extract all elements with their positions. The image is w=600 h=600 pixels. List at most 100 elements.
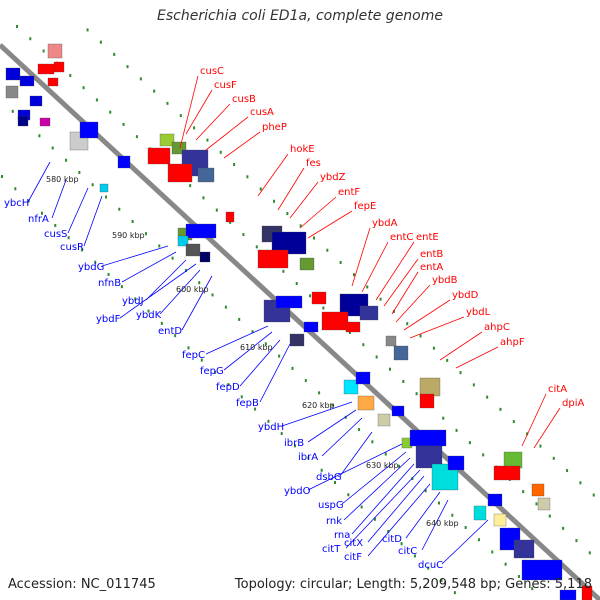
ring-dot [214, 370, 217, 374]
ring-dot [54, 223, 57, 227]
ring-dot [264, 342, 267, 346]
forward-leader [277, 167, 305, 211]
reverse-gene-label: rna [334, 530, 350, 541]
ring-dot [246, 175, 249, 179]
gene-feature [5, 85, 19, 99]
gene-feature [117, 155, 131, 169]
forward-leader [185, 89, 213, 135]
gene-feature [185, 223, 217, 239]
forward-gene-label: ybdD [452, 290, 479, 301]
ring-dot [42, 49, 45, 53]
forward-leader [375, 241, 415, 301]
ring-dot [166, 101, 169, 105]
forward-gene-label: dpiA [562, 398, 584, 409]
gene-feature [47, 43, 63, 59]
ring-dot [229, 220, 232, 224]
reverse-leader [259, 343, 291, 403]
reverse-leader [223, 331, 273, 371]
forward-gene-label: ahpF [500, 337, 525, 348]
ring-dot [227, 383, 230, 387]
reverse-leader [321, 417, 363, 457]
gene-feature [17, 115, 29, 127]
forward-gene-label: cusB [232, 94, 256, 105]
ring-dot [360, 505, 363, 509]
gene-feature [503, 451, 523, 469]
reverse-leader [343, 457, 411, 521]
kbp-tick-label: 640 kbp [426, 519, 459, 528]
reverse-gene-label: dsbG [316, 472, 342, 483]
genome-backbone [0, 43, 600, 600]
forward-gene-label: ybdB [432, 275, 458, 286]
ring-dot [442, 416, 445, 420]
gene-feature [39, 117, 51, 127]
gene-feature [419, 377, 441, 397]
kbp-tick-label: 620 kbp [302, 401, 335, 410]
ring-dot [40, 211, 43, 215]
gene-feature [385, 335, 397, 347]
ring-dot [415, 392, 418, 396]
reverse-gene-label: dcuC [418, 560, 443, 571]
reverse-gene-label: entD [158, 326, 182, 337]
gene-feature [311, 291, 327, 305]
ring-dot [375, 355, 378, 359]
gene-feature [473, 505, 487, 521]
gene-feature [19, 75, 35, 87]
ring-dot [16, 25, 18, 28]
forward-leader [351, 227, 371, 287]
gene-feature [415, 445, 443, 469]
gene-feature [521, 559, 563, 581]
ring-dot [371, 440, 374, 444]
gene-feature [275, 295, 303, 309]
ring-dot [588, 551, 591, 555]
reverse-leader [281, 401, 353, 427]
reverse-leader [27, 161, 51, 203]
gene-feature [531, 483, 545, 497]
ring-dot [171, 256, 174, 260]
ring-dot [202, 196, 205, 200]
forward-leader [195, 103, 231, 141]
kbp-tick-label: 590 kbp [112, 231, 145, 240]
reverse-gene-label: citX [344, 538, 363, 549]
reverse-leader [205, 325, 269, 355]
ring-dot [240, 395, 243, 399]
accession-text: Accession: NC_011745 [8, 577, 156, 592]
ring-dot [349, 331, 351, 334]
ring-dot [477, 538, 480, 542]
reverse-leader [119, 263, 197, 319]
forward-leader [307, 210, 353, 239]
ring-dot [535, 502, 538, 506]
ring-dot [326, 248, 329, 252]
reverse-gene-label: ybdG [78, 262, 104, 273]
ring-dot [459, 371, 462, 375]
reverse-leader [307, 409, 357, 443]
forward-leader [289, 181, 319, 219]
ring-dot [280, 432, 283, 436]
reverse-leader [67, 187, 89, 234]
ring-dot [282, 269, 285, 273]
ring-dot [347, 493, 350, 497]
ring-dot [320, 468, 323, 472]
reverse-gene-label: citD [382, 534, 402, 545]
forward-leader [257, 153, 289, 197]
ring-dot [299, 224, 302, 228]
ring-dot [233, 163, 236, 167]
ring-dot [144, 232, 147, 236]
ring-dot [294, 444, 297, 448]
reverse-leader [351, 463, 415, 535]
ring-dot [384, 452, 387, 456]
gene-feature [197, 167, 215, 183]
ring-dot [388, 367, 391, 371]
ring-dot [29, 37, 32, 41]
gene-feature [581, 585, 593, 600]
kbp-tick-label: 600 kbp [176, 285, 209, 294]
gene-feature [343, 379, 359, 395]
reverse-leader [145, 259, 187, 301]
ring-dot [562, 526, 565, 530]
ring-dot [65, 158, 68, 162]
gene-feature [79, 121, 99, 139]
ring-dot [198, 281, 201, 285]
reverse-leader [181, 275, 213, 331]
reverse-leader [367, 475, 425, 543]
reverse-gene-label: fepD [216, 382, 240, 393]
ring-dot [313, 236, 315, 240]
